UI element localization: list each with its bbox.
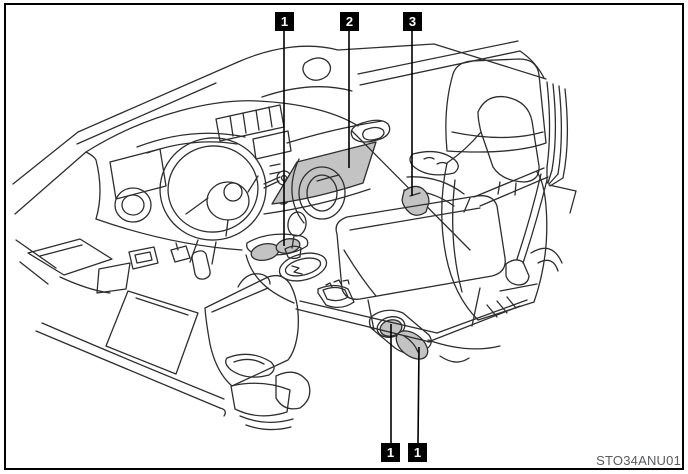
steering-wheel bbox=[159, 137, 281, 265]
callout-line-1-bottom-4 bbox=[417, 346, 420, 444]
window-switches bbox=[409, 150, 459, 176]
door-pocket bbox=[401, 185, 430, 216]
figure-border bbox=[4, 3, 684, 470]
seat-belt bbox=[473, 167, 545, 198]
wheel-arch bbox=[530, 247, 563, 264]
rearview-mirror bbox=[302, 57, 332, 81]
windshield-lines bbox=[12, 40, 547, 215]
driver-seat bbox=[204, 273, 311, 431]
side-air-vent bbox=[114, 187, 152, 223]
driver-window-switches bbox=[128, 246, 159, 270]
driver-door-panel bbox=[15, 238, 159, 294]
driver-headrest bbox=[237, 273, 271, 288]
callout-label-1-top-0: 1 bbox=[275, 12, 294, 31]
center-air-vents bbox=[215, 104, 285, 142]
callout-label-3-top-2: 3 bbox=[403, 12, 422, 31]
floor-mat bbox=[105, 290, 199, 375]
passenger-headrest bbox=[477, 95, 540, 183]
accessory-box bbox=[317, 279, 355, 309]
dashboard bbox=[85, 100, 359, 251]
c-pillar bbox=[505, 81, 577, 286]
figure-code: STO34ANU01 bbox=[596, 453, 681, 468]
rear-seat bbox=[445, 58, 547, 153]
wiper-stalk bbox=[263, 180, 280, 189]
door-armrest bbox=[350, 119, 471, 251]
pedals bbox=[170, 242, 211, 280]
floor-lines bbox=[35, 283, 538, 417]
shift-lever bbox=[278, 211, 328, 282]
callout-label-1-bottom-3: 1 bbox=[381, 443, 400, 462]
shift-gate bbox=[278, 252, 328, 282]
belt-retractor bbox=[505, 259, 530, 286]
center-console bbox=[245, 249, 377, 304]
passenger-cushion bbox=[335, 195, 506, 300]
rear-cupholders bbox=[368, 309, 432, 360]
front-cupholders bbox=[246, 233, 309, 261]
passenger-seat bbox=[335, 95, 549, 363]
door-speaker bbox=[291, 158, 346, 224]
callout-leader-lines bbox=[283, 31, 420, 444]
callout-label-1-bottom-4: 1 bbox=[408, 443, 427, 462]
callout-label-2-top-1: 2 bbox=[340, 12, 359, 31]
instrument-cluster bbox=[109, 148, 167, 200]
recline-lever bbox=[225, 353, 275, 378]
